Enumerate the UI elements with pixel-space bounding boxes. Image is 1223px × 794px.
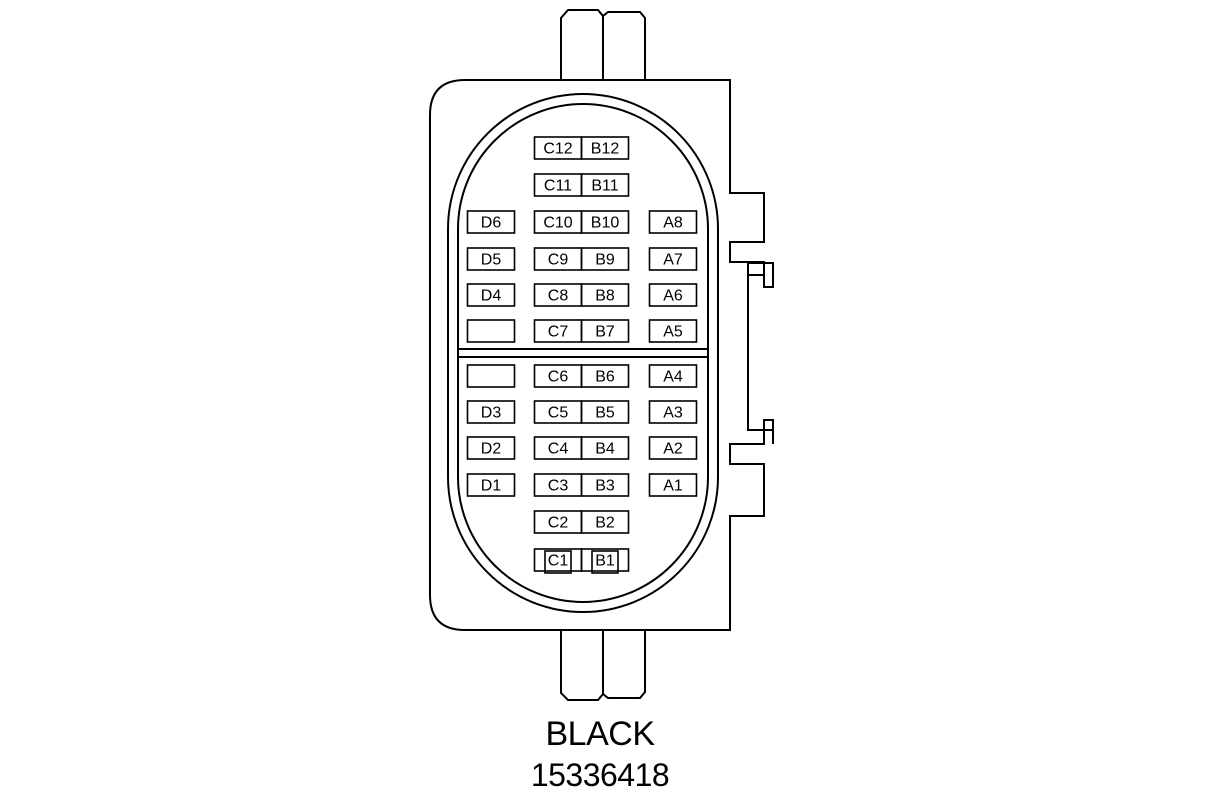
pin-label: C4 [548,441,569,458]
pin-cavity-b2: B2 [580,510,630,534]
pin-cavity-b6: B6 [580,364,630,388]
pin-label: A1 [663,478,683,495]
pin-label: D3 [481,405,502,422]
terminal-position-assurance-mark [591,550,619,574]
bottom-latch [560,629,646,701]
pin-label: B5 [595,405,615,422]
pin-label: B4 [595,441,615,458]
pin-cavity-b4: B4 [580,436,630,460]
connector-housing [429,79,774,631]
connector-color-label: BLACK [545,715,656,753]
pin-label: D1 [481,478,502,495]
pin-label: C7 [548,324,569,341]
pin-label: B10 [591,215,620,232]
pin-label: B9 [595,252,615,269]
pin-label: D5 [481,252,502,269]
pin-label: B11 [591,178,618,195]
pin-cavity-a7: A7 [648,247,698,271]
pin-label: C6 [548,369,569,386]
pin-cavity-d3: D3 [466,400,516,424]
pin-cavity-a8: A8 [648,210,698,234]
pin-cavity-b1: B1 [580,548,630,574]
pin-cavity-b11: B11 [580,173,630,197]
pin-cavity-d-blank-3 [466,319,516,343]
pin-cavity-d4: D4 [466,283,516,307]
pin-cavity-a3: A3 [648,400,698,424]
seal-outer-oval [447,93,719,613]
pin-label: C12 [543,141,572,158]
pin-label: A7 [663,252,683,269]
pin-label: D4 [481,288,502,305]
top-latch [560,9,646,81]
pin-label: B2 [595,515,615,532]
pin-label: A5 [663,324,683,341]
pin-cavity-a6: A6 [648,283,698,307]
center-divider [459,348,707,358]
pin-label: B1 [595,553,615,570]
pin-cavity-d2: D2 [466,436,516,460]
pin-cavity-a5: A5 [648,319,698,343]
pin-label: A3 [663,405,683,422]
pin-cavity-b12: B12 [580,136,630,160]
terminal-position-assurance-mark [544,550,572,574]
pin-label: A6 [663,288,683,305]
pin-label: B8 [595,288,615,305]
pin-cavity-b10: B10 [580,210,630,234]
pin-label: A8 [663,215,683,232]
pin-label: C8 [548,288,569,305]
pin-label: D6 [481,215,502,232]
pin-label: A2 [663,441,683,458]
pin-label: C5 [548,405,569,422]
pin-label: D2 [481,441,502,458]
pin-label: B7 [595,324,615,341]
pin-cavity-d5: D5 [466,247,516,271]
pin-label: A4 [663,369,683,386]
pin-cavity-d6: D6 [466,210,516,234]
connector-part-number: 15336418 [530,757,670,793]
pin-cavity-a2: A2 [648,436,698,460]
pin-cavity-b8: B8 [580,283,630,307]
pin-label: C10 [543,215,572,232]
pin-label: C2 [548,515,569,532]
pin-label: C9 [548,252,569,269]
pin-cavity-a4: A4 [648,364,698,388]
pin-label: C1 [548,553,569,570]
pin-label: B12 [591,141,620,158]
pin-label: C3 [548,478,569,495]
pin-cavity-b5: B5 [580,400,630,424]
pin-cavity-a1: A1 [648,473,698,497]
pin-cavity-b3: B3 [580,473,630,497]
pin-label: C11 [544,178,572,195]
pin-cavity-b7: B7 [580,319,630,343]
pin-cavity-d-blank-4 [466,364,516,388]
pin-label: B3 [595,478,615,495]
seal-inner-oval [457,103,709,603]
side-rail [747,274,774,444]
pin-cavity-b9: B9 [580,247,630,271]
pin-label: B6 [595,369,615,386]
pin-cavity-d1: D1 [466,473,516,497]
